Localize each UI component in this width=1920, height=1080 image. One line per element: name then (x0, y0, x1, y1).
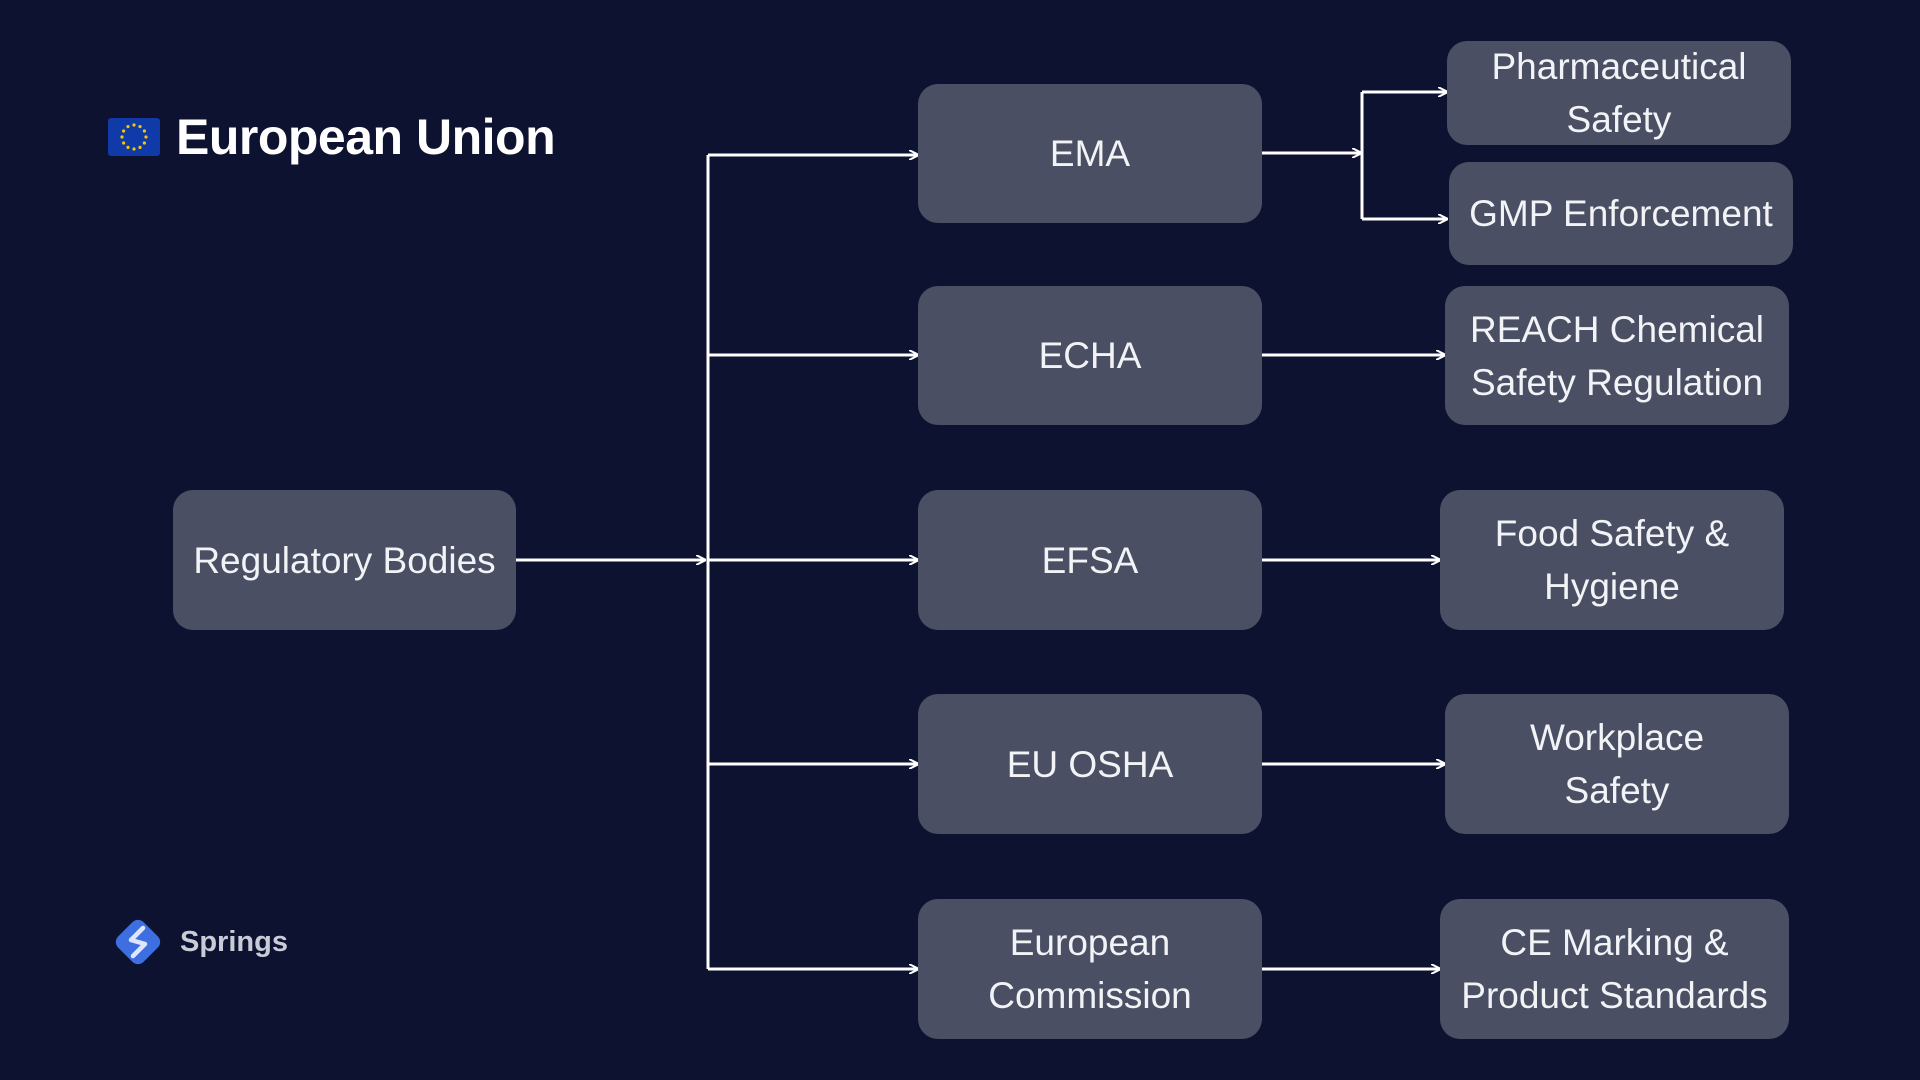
node-gmp-enforcement: GMP Enforcement (1449, 162, 1793, 265)
brand: Springs (108, 912, 288, 972)
node-ema: EMA (918, 84, 1262, 223)
brand-name: Springs (180, 925, 288, 958)
node-eu-osha: EU OSHA (918, 694, 1262, 834)
node-european-commission: European Commission (918, 899, 1262, 1039)
node-efsa: EFSA (918, 490, 1262, 630)
node-label: ECHA (1038, 335, 1142, 376)
node-label: EU OSHA (1006, 743, 1174, 785)
node-label: REACH Chemical Safety Regulation (1469, 308, 1764, 403)
page-title: European Union (176, 109, 556, 165)
node-label: European Commission (988, 922, 1192, 1016)
header: European Union (108, 108, 556, 166)
node-echa: ECHA (918, 286, 1262, 425)
node-reach-chemical-safety-regulation: REACH Chemical Safety Regulation (1445, 286, 1789, 425)
node-regulatory-bodies: Regulatory Bodies (173, 490, 516, 630)
node-label: Workplace Safety (1529, 717, 1705, 811)
node-pharmaceutical-safety: Pharmaceutical Safety (1447, 41, 1791, 145)
node-label: Regulatory Bodies (193, 539, 496, 581)
springs-logo-icon (115, 919, 161, 965)
node-label: EMA (1049, 133, 1131, 174)
node-label: Pharmaceutical Safety (1491, 46, 1747, 140)
node-ce-marking-product-standards: CE Marking & Product Standards (1440, 899, 1789, 1039)
node-label: GMP Enforcement (1469, 193, 1773, 234)
node-food-safety-hygiene: Food Safety & Hygiene (1440, 490, 1784, 630)
eu-flag-icon (108, 118, 160, 156)
node-label: EFSA (1041, 539, 1139, 581)
node-label: CE Marking & Product Standards (1461, 922, 1768, 1016)
node-workplace-safety: Workplace Safety (1445, 694, 1789, 834)
node-label: Food Safety & Hygiene (1494, 513, 1730, 607)
